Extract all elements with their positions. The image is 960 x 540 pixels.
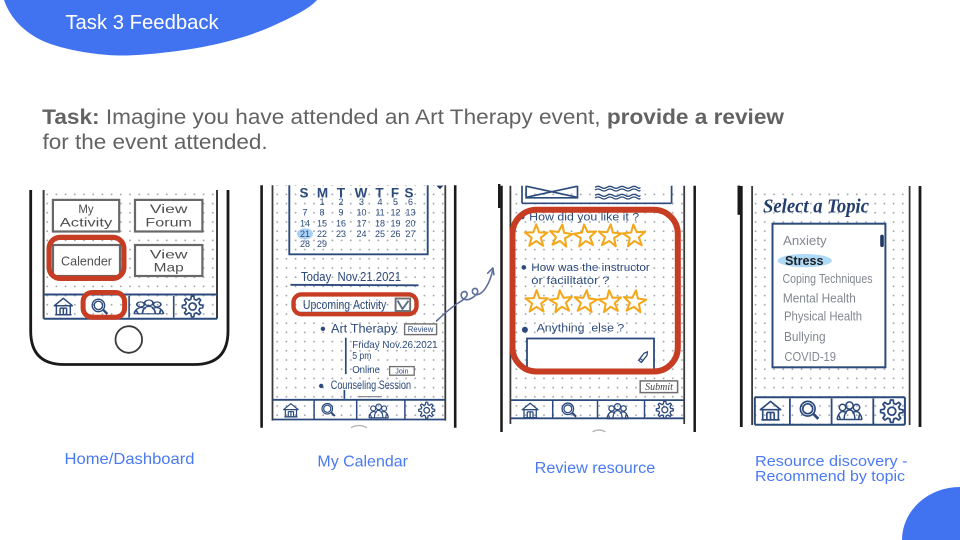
svg-text:25: 25 bbox=[375, 229, 385, 239]
svg-text:Select a Topic: Select a Topic bbox=[763, 196, 869, 218]
svg-text:Online: Online bbox=[352, 365, 380, 376]
svg-text:Resource discovery -: Resource discovery - bbox=[755, 453, 908, 470]
svg-text:2: 2 bbox=[338, 197, 343, 207]
svg-text:Bullying: Bullying bbox=[784, 330, 826, 344]
svg-text:How was the instructor: How was the instructor bbox=[531, 262, 650, 274]
svg-text:Stress: Stress bbox=[785, 254, 824, 268]
svg-text:7: 7 bbox=[302, 208, 307, 218]
svg-text:Friday Nov.26.2021: Friday Nov.26.2021 bbox=[352, 340, 438, 351]
svg-text:View: View bbox=[150, 250, 189, 262]
svg-text:Calender: Calender bbox=[61, 255, 112, 269]
svg-text:Anxiety: Anxiety bbox=[783, 234, 827, 248]
svg-text:9: 9 bbox=[338, 208, 343, 218]
svg-text:11: 11 bbox=[375, 208, 384, 218]
svg-text:Map: Map bbox=[154, 263, 184, 275]
svg-text:27: 27 bbox=[405, 229, 415, 239]
svg-text:6: 6 bbox=[408, 197, 413, 207]
svg-text:T: T bbox=[337, 186, 346, 201]
svg-text:for the event attended.: for the event attended. bbox=[43, 129, 268, 154]
svg-text:20: 20 bbox=[405, 219, 415, 229]
svg-text:1: 1 bbox=[319, 197, 324, 207]
svg-text:Recommend by topic: Recommend by topic bbox=[755, 468, 906, 485]
svg-text:3: 3 bbox=[359, 197, 364, 207]
svg-text:T: T bbox=[375, 186, 384, 201]
svg-text:M: M bbox=[317, 186, 328, 201]
svg-text:Anything else ?: Anything else ? bbox=[537, 322, 625, 334]
svg-text:How did you like it ?: How did you like it ? bbox=[529, 212, 639, 224]
svg-text:Review: Review bbox=[408, 325, 434, 334]
svg-text:26: 26 bbox=[390, 229, 400, 239]
svg-text:W: W bbox=[355, 186, 368, 201]
svg-text:S: S bbox=[404, 186, 413, 201]
svg-text:24: 24 bbox=[356, 229, 366, 239]
svg-text:5: 5 bbox=[393, 197, 398, 207]
svg-text:COVID-19: COVID-19 bbox=[784, 350, 836, 364]
svg-text:5 pm: 5 pm bbox=[352, 351, 371, 362]
svg-text:21: 21 bbox=[300, 229, 310, 239]
svg-text:Join: Join bbox=[395, 366, 408, 375]
svg-text:16: 16 bbox=[336, 219, 346, 229]
svg-text:22: 22 bbox=[317, 229, 327, 239]
svg-text:19: 19 bbox=[390, 219, 400, 229]
svg-text:Review resource: Review resource bbox=[535, 460, 656, 477]
svg-text:28: 28 bbox=[300, 239, 310, 249]
svg-text:Art Therapy: Art Therapy bbox=[331, 321, 397, 335]
svg-text:My Calendar: My Calendar bbox=[317, 454, 408, 471]
svg-text:29: 29 bbox=[317, 239, 327, 249]
svg-text:S: S bbox=[299, 186, 308, 201]
svg-text:10: 10 bbox=[356, 208, 366, 218]
svg-text:12: 12 bbox=[390, 208, 400, 218]
svg-text:Counseling Session: Counseling Session bbox=[331, 378, 411, 392]
svg-text:8: 8 bbox=[319, 208, 324, 218]
svg-text:Mental Health: Mental Health bbox=[783, 291, 856, 305]
svg-text:23: 23 bbox=[336, 229, 346, 239]
svg-text:Task 3 Feedback: Task 3 Feedback bbox=[65, 12, 219, 34]
svg-text:15: 15 bbox=[317, 219, 327, 229]
svg-text:18: 18 bbox=[375, 219, 385, 229]
svg-text:13: 13 bbox=[405, 208, 415, 218]
svg-text:Upcoming Activity: Upcoming Activity bbox=[303, 298, 387, 312]
svg-text:14: 14 bbox=[300, 219, 310, 229]
svg-text:Submit: Submit bbox=[645, 382, 673, 393]
svg-text:Activity: Activity bbox=[60, 218, 113, 230]
svg-text:View: View bbox=[150, 204, 189, 216]
svg-text:F: F bbox=[391, 186, 399, 201]
svg-text:My: My bbox=[78, 204, 94, 216]
svg-text:Coping Techniques: Coping Techniques bbox=[783, 272, 873, 286]
svg-text:4: 4 bbox=[377, 197, 382, 207]
svg-text:Today Nov.21.2021: Today Nov.21.2021 bbox=[301, 269, 401, 284]
svg-text:Forum: Forum bbox=[145, 218, 192, 230]
svg-text:Task: Imagine you have attende: Task: Imagine you have attended an Art T… bbox=[42, 104, 784, 129]
svg-text:Home/Dashboard: Home/Dashboard bbox=[65, 451, 195, 468]
svg-text:Physical Health: Physical Health bbox=[784, 309, 862, 323]
svg-text:17: 17 bbox=[356, 219, 366, 229]
svg-text:or facilitator ?: or facilitator ? bbox=[531, 275, 609, 287]
